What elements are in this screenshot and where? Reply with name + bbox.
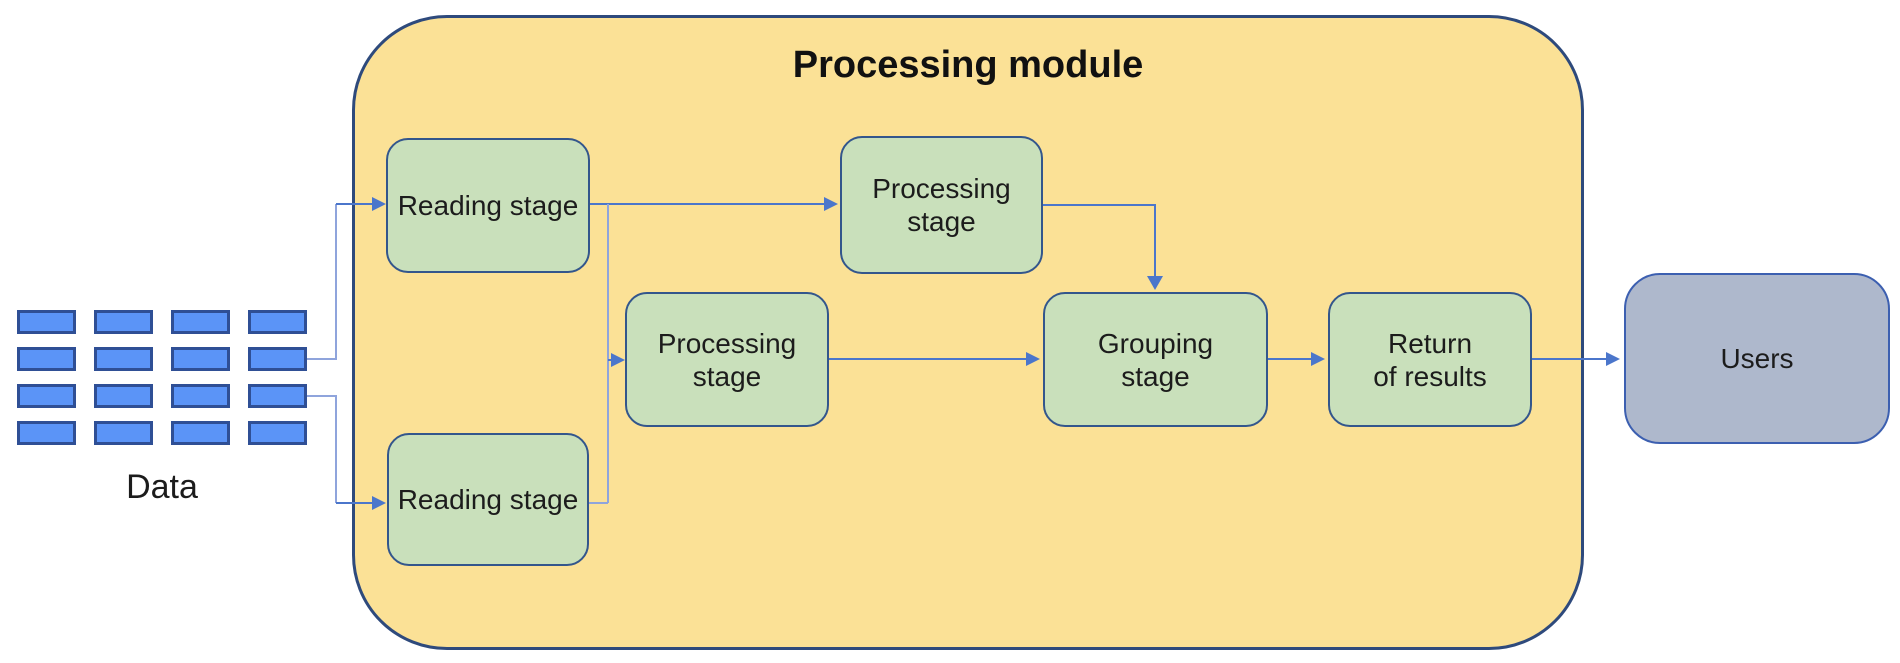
data-block <box>248 310 307 334</box>
processing-stage-middle-node: Processing stage <box>625 292 829 427</box>
data-block <box>171 347 230 371</box>
node-label: Reading stage <box>397 484 579 515</box>
processing-module-title: Processing module <box>792 44 1144 86</box>
arrowhead-icon <box>1606 352 1620 366</box>
connector-data-to-reading-top <box>307 204 337 360</box>
data-block <box>17 347 76 371</box>
data-block <box>94 310 153 334</box>
data-block <box>94 347 153 371</box>
return-of-results-node: Return of results <box>1328 292 1532 427</box>
node-label: Grouping stage <box>1097 327 1214 392</box>
data-block <box>94 421 153 445</box>
data-block <box>17 384 76 408</box>
node-label: Return of results <box>1373 327 1487 392</box>
data-block <box>171 421 230 445</box>
data-block <box>17 310 76 334</box>
data-block <box>248 384 307 408</box>
data-block <box>248 347 307 371</box>
data-block <box>248 421 307 445</box>
processing-stage-top-node: Processing stage <box>840 136 1043 274</box>
data-block <box>171 384 230 408</box>
users-node: Users <box>1624 273 1890 444</box>
data-label: Data <box>126 468 198 506</box>
data-blocks-grid <box>17 310 307 445</box>
reading-stage-top-node: Reading stage <box>386 138 590 273</box>
reading-stage-bottom-node: Reading stage <box>387 433 589 566</box>
data-block <box>171 310 230 334</box>
users-label: Users <box>1720 342 1794 374</box>
grouping-stage-node: Grouping stage <box>1043 292 1268 427</box>
data-block <box>17 421 76 445</box>
connector-data-to-reading-bottom <box>307 395 337 503</box>
node-label: Processing stage <box>872 173 1011 237</box>
node-label: Reading stage <box>397 190 579 221</box>
data-block <box>94 384 153 408</box>
node-label: Processing stage <box>657 327 797 392</box>
